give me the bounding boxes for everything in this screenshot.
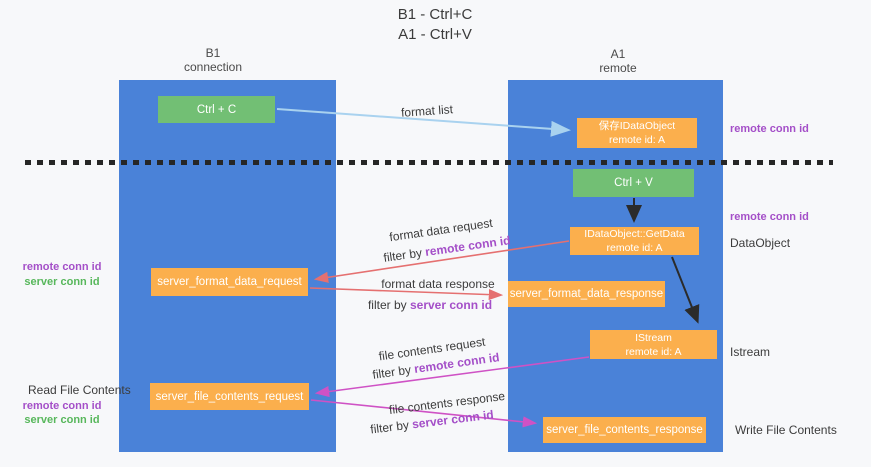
filter-3-prefix: filter by [371,362,416,382]
annotation-server-conn-id-left-1: server conn id [24,276,100,288]
ctrl-v-label: Ctrl + V [614,177,653,189]
lane-header-b1: B1 connection [153,46,273,74]
node-idataobject-getdata: IDataObject::GetData remote id: A [570,227,699,255]
annotation-dataobject: DataObject [730,236,791,250]
filter-4-prefix: filter by [369,417,413,437]
server-file-contents-response-label: server_file_contents_response [546,424,703,436]
lane-b1-title: B1 [205,46,221,60]
annotation-read-file-contents: Read File Contents [28,383,131,397]
filter-2-prefix: filter by [367,298,410,312]
copy-paste-separator-line [25,160,833,165]
node-ctrl-v: Ctrl + V [573,169,694,197]
node-save-idataobject: 保存IDataObject remote id: A [577,118,697,148]
annotation-remote-conn-id-top-right: remote conn id [730,123,809,135]
annotation-remote-conn-id-left-2: remote conn id [22,400,102,412]
node-ctrl-c: Ctrl + C [158,96,275,123]
filter-1-prefix: filter by [382,245,427,265]
annotation-remote-conn-id-right: remote conn id [730,211,809,223]
node-server-format-data-response: server_format_data_response [508,281,665,307]
node-server-file-contents-response: server_file_contents_response [543,417,706,443]
label-format-list: format list [400,102,454,120]
getdata-line1: IDataObject::GetData [584,228,685,240]
lane-a1-subtitle: remote [599,61,637,75]
filter-2-value: server conn id [409,298,493,312]
getdata-line2: remote id: A [606,242,663,254]
title-line-1: B1 - Ctrl+C [397,6,473,23]
server-format-data-response-label: server_format_data_response [509,288,664,300]
save-idataobject-line2: remote id: A [608,134,666,146]
istream-line2: remote id: A [625,345,682,358]
node-server-file-contents-request: server_file_contents_request [150,383,309,410]
annotation-server-conn-id-left-2: server conn id [24,414,100,426]
label-filter-2: filter by server conn id [368,298,492,312]
server-format-data-request-label: server_format_data_request [157,276,302,288]
lane-header-a1: A1 remote [558,47,678,75]
diagram-title: B1 - Ctrl+C A1 - Ctrl+V [340,5,530,45]
istream-line1: IStream [635,331,672,344]
annotation-remote-conn-id-left-1: remote conn id [22,261,102,273]
server-file-contents-request-label: server_file_contents_request [155,390,304,403]
title-line-2: A1 - Ctrl+V [398,26,472,43]
annotation-write-file-contents: Write File Contents [735,423,837,437]
annotation-istream: Istream [730,345,771,359]
node-server-format-data-request: server_format_data_request [151,268,308,296]
lane-a1-title: A1 [610,47,626,61]
lane-b1-subtitle: connection [183,60,243,74]
save-idataobject-line1: 保存IDataObject [598,120,676,132]
label-format-data-response: format data response [381,277,495,291]
ctrl-c-label: Ctrl + C [196,103,237,116]
node-istream: IStream remote id: A [590,330,717,359]
